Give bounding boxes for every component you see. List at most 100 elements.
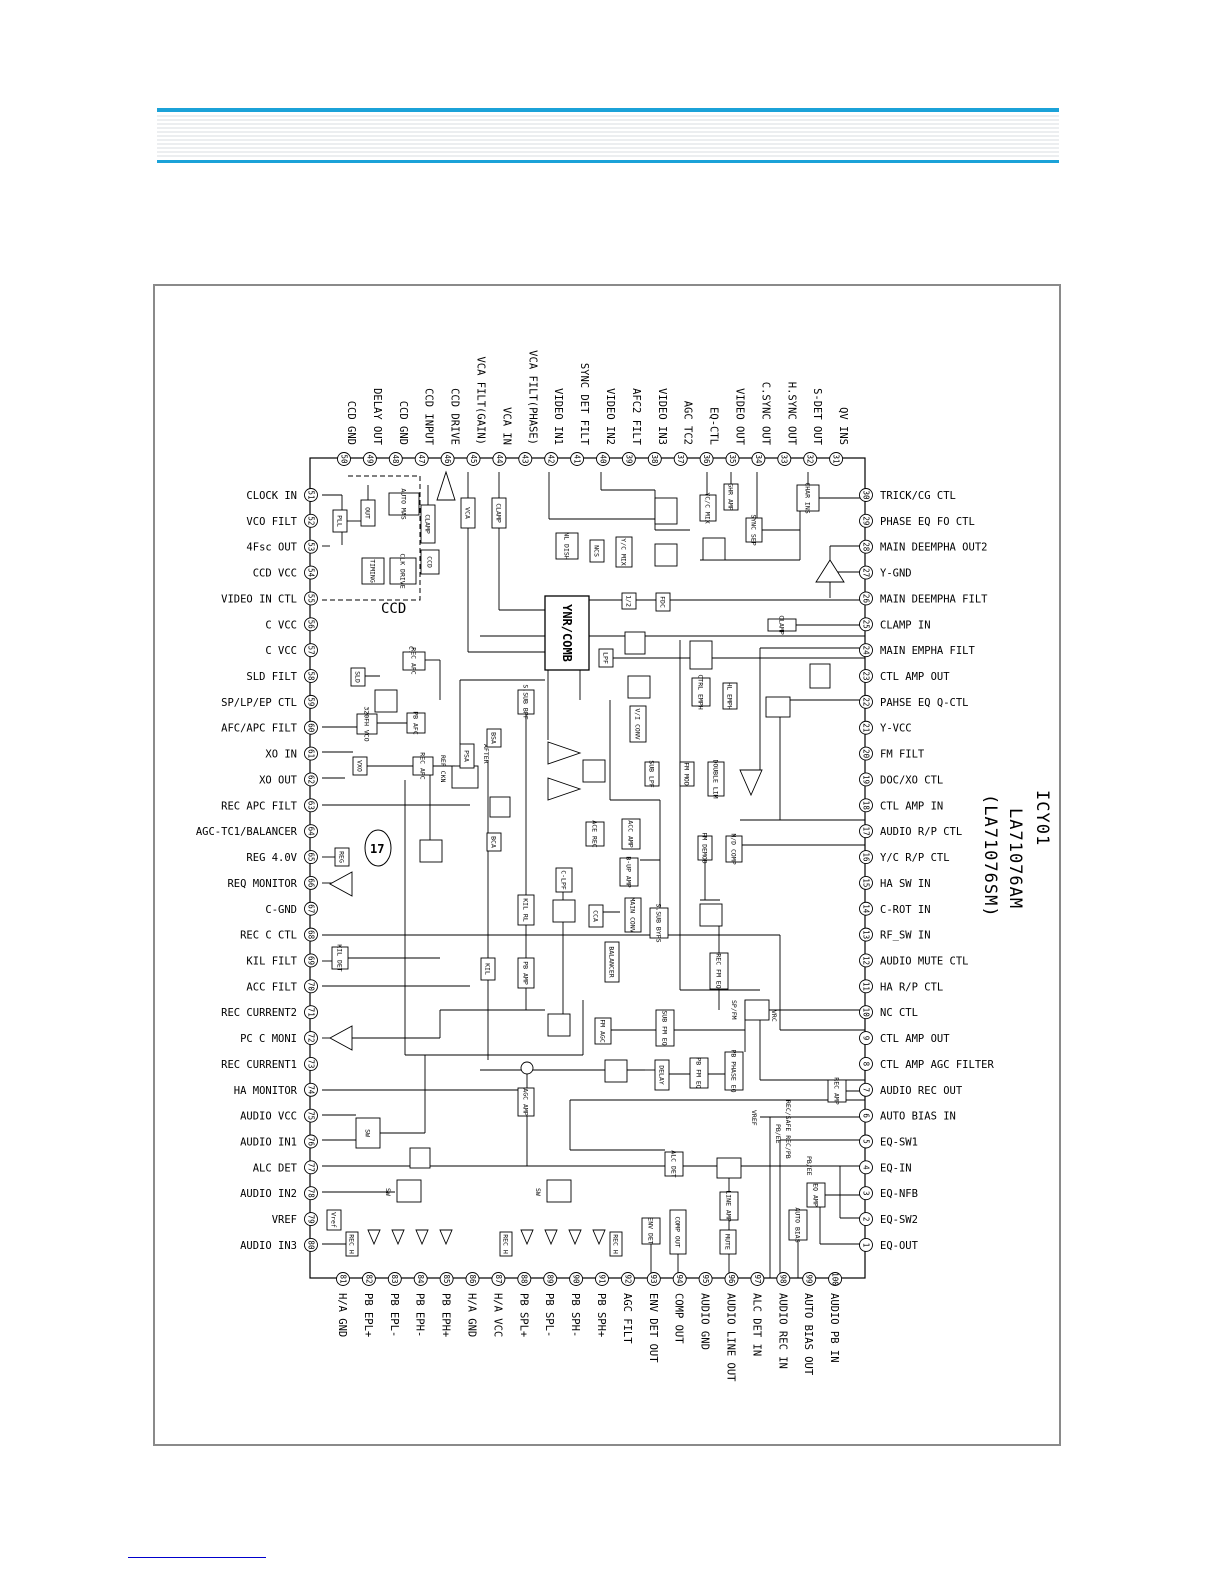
emph-switch xyxy=(689,640,713,670)
block-label: S.SUB BYPS xyxy=(655,903,663,942)
pin-number: 79 xyxy=(306,1215,315,1224)
sp-fm-label: SP/FM xyxy=(730,1000,738,1020)
pin-marker xyxy=(724,1272,739,1286)
header-band xyxy=(157,108,1059,168)
pin-56: 56C VCC xyxy=(265,617,318,632)
block-label: ACC AMP xyxy=(627,820,635,847)
block-rec-fm: REC FM EQ xyxy=(709,952,729,990)
pin-marker xyxy=(859,901,873,916)
block-tsa-bpf: PSA xyxy=(459,743,475,769)
head-amp-3-icon xyxy=(415,1229,429,1246)
pin-number: 86 xyxy=(468,1274,477,1284)
pin-number: 50 xyxy=(339,454,348,464)
block-tim: TIMING xyxy=(361,557,385,585)
pin-marker xyxy=(466,452,481,466)
pin-label: SLD FILT xyxy=(246,671,297,683)
req-monitor-amp-icon xyxy=(329,871,353,897)
sp-lp-switch xyxy=(374,689,398,713)
pin-label: CCD INPUT xyxy=(423,388,435,446)
pin-marker xyxy=(802,1272,817,1286)
pin-marker xyxy=(859,875,873,890)
pin-label: AUDIO REC OUT xyxy=(880,1085,963,1097)
pin-marker xyxy=(492,452,507,466)
chroma-test-point-circle xyxy=(364,829,392,867)
pin-label: PHASE EQ FO CTL xyxy=(880,516,975,528)
pin-marker xyxy=(859,617,873,632)
pin-number: 58 xyxy=(306,672,315,682)
block-clamp-r: CLAMP xyxy=(767,615,797,635)
pin-marker xyxy=(859,850,873,864)
pin-marker xyxy=(304,1056,318,1071)
sw-label-left: SW xyxy=(384,1188,392,1196)
pin-marker xyxy=(304,617,318,632)
pin-label: REC CURRENT1 xyxy=(221,1059,297,1071)
block-label: KIL DET xyxy=(336,944,344,971)
pin-32: 32S-DET OUT xyxy=(803,388,823,466)
pin-label: C-ROT IN xyxy=(880,904,931,916)
pin-marker xyxy=(859,746,873,761)
block-ye: YC/C MIX xyxy=(699,492,717,524)
chroma-test-point-label: 17 xyxy=(370,842,384,856)
pin-number: 35 xyxy=(728,454,737,463)
after-label: AFTER xyxy=(482,744,490,764)
pin-marker xyxy=(859,1212,873,1227)
pin-label: XO IN xyxy=(265,749,297,761)
comb-switch xyxy=(624,631,646,655)
pin-number: 55 xyxy=(306,594,315,603)
pin-number: 99 xyxy=(805,1274,814,1283)
pin-number: 90 xyxy=(572,1274,581,1284)
block-label: PB PHASE EQ xyxy=(730,1049,738,1092)
block-label: REC AMP xyxy=(833,1077,841,1104)
pin-marker xyxy=(672,1272,687,1286)
pin-number: 19 xyxy=(861,775,870,784)
pin-label: AUDIO IN3 xyxy=(240,1240,297,1252)
block-nl-dish: NL DISH xyxy=(555,532,579,560)
block-label: PB AFC xyxy=(412,711,420,735)
pin-label: TRICK/CG CTL xyxy=(880,490,956,502)
pin-marker xyxy=(388,452,403,466)
head-amp-8-icon xyxy=(592,1229,606,1246)
pin-number: 78 xyxy=(306,1189,315,1199)
block-ccd-ltr: CCD xyxy=(420,549,440,575)
pin-number: 29 xyxy=(861,516,870,525)
pin-number: 45 xyxy=(469,454,478,463)
block-rec-h1: REC H xyxy=(345,1231,359,1257)
pin-label: CCD VCC xyxy=(253,568,297,580)
pin-marker xyxy=(304,798,318,813)
block-label: YNR/COMB xyxy=(560,604,574,662)
ccd-region-label: CCD xyxy=(381,601,406,617)
pin-marker xyxy=(304,565,318,580)
pin-label: MAIN DEEMPHA OUT2 xyxy=(880,542,987,554)
head-amp-7-icon xyxy=(568,1229,582,1246)
block-label: CLK DRIVE xyxy=(399,553,407,588)
pin-label: REQ MONITOR xyxy=(227,878,297,890)
pin-label: S-DET OUT xyxy=(811,388,823,446)
pin-marker xyxy=(439,1272,454,1286)
pin-label: HA MONITOR xyxy=(234,1085,298,1097)
pin-label: AUDIO LINE OUT xyxy=(725,1293,737,1382)
block-label: EQ AMP xyxy=(812,1183,820,1207)
pin-marker xyxy=(859,1005,873,1020)
block-label: PB AMP xyxy=(522,961,530,985)
pin-marker xyxy=(750,1272,765,1286)
pin-label: AFC/APC FILT xyxy=(221,723,298,735)
pin-label: PB SPL- xyxy=(543,1293,555,1337)
pin-marker xyxy=(859,565,873,580)
pin-label: EQ-IN xyxy=(880,1162,912,1174)
pin-marker xyxy=(304,1134,318,1149)
pin-number: 37 xyxy=(676,454,685,463)
block-rec-apc: REC APC xyxy=(412,752,434,780)
